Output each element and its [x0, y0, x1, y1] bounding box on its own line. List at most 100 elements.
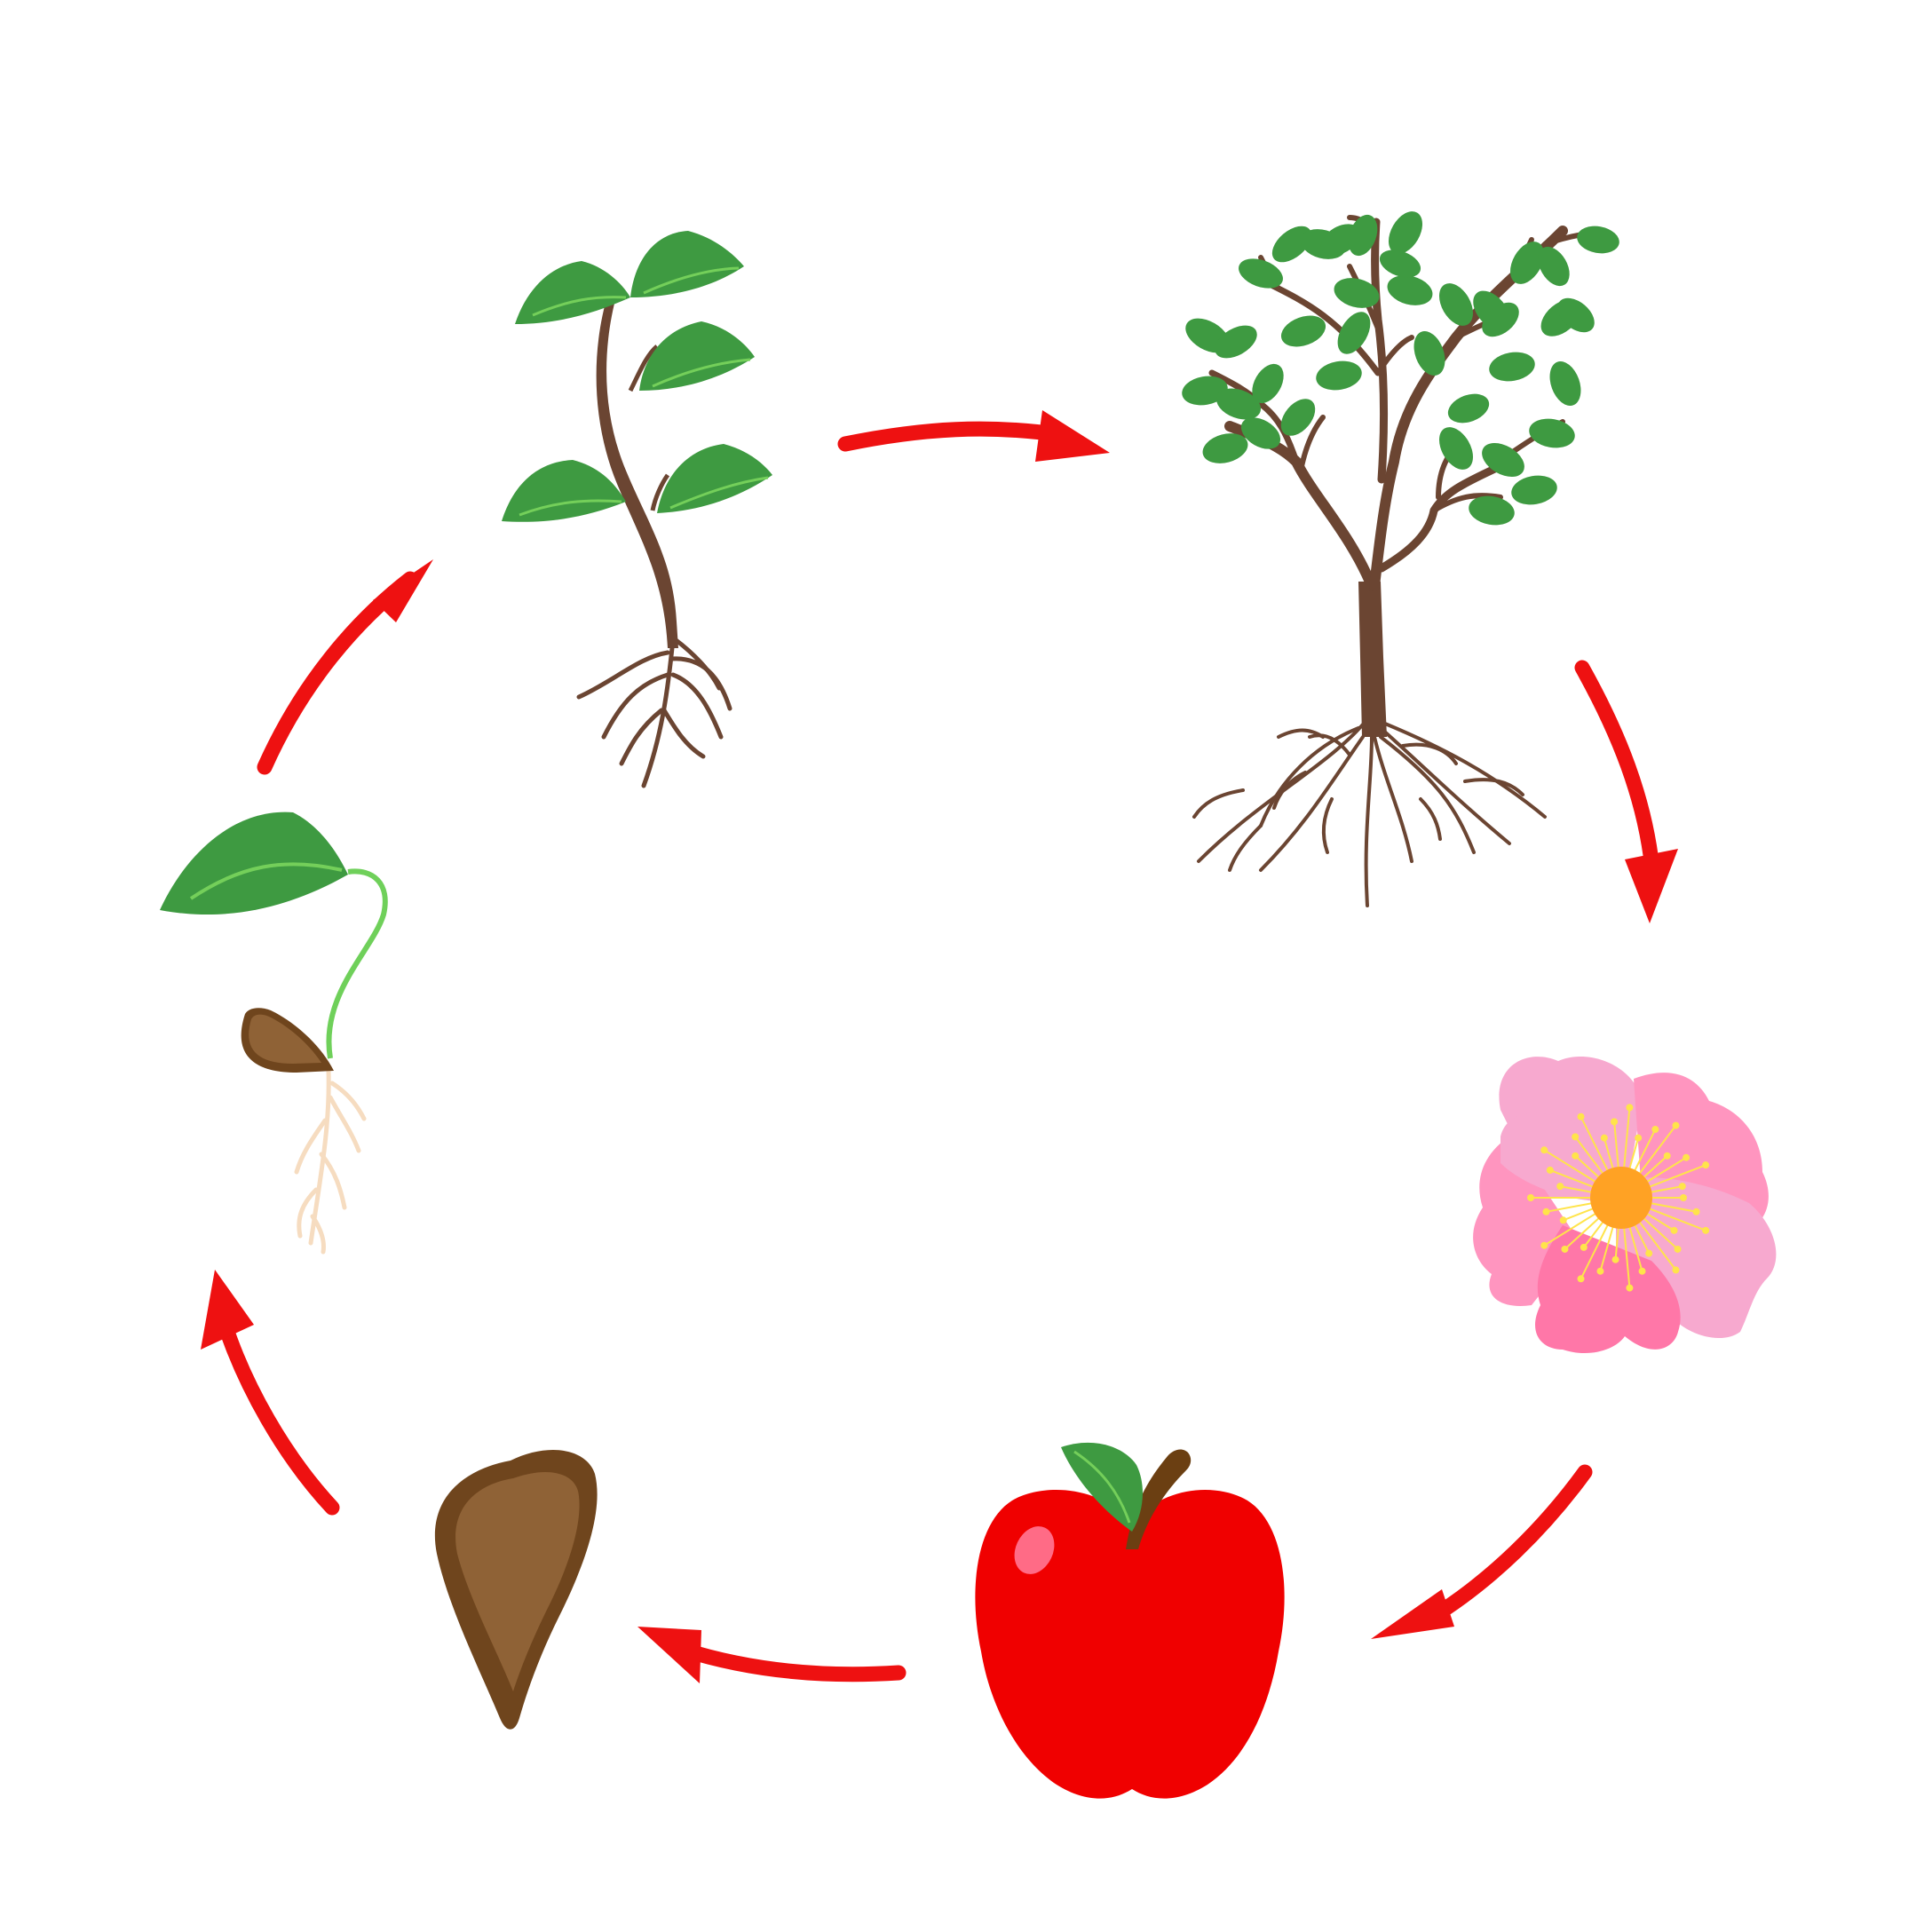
tree-leaf — [1379, 249, 1421, 278]
stage-germination — [160, 812, 388, 1255]
flower-anther — [1596, 1267, 1604, 1275]
flower-anther — [1670, 1226, 1678, 1234]
tree-leaves — [1182, 211, 1619, 526]
flower-anther — [1635, 1134, 1643, 1142]
tree-leaf — [1348, 214, 1378, 257]
sprout-seed — [241, 1008, 334, 1073]
flower-center — [1590, 1167, 1652, 1229]
tree-leaf — [1469, 495, 1515, 526]
flower-anther — [1561, 1245, 1569, 1253]
tree-leaf — [1413, 330, 1445, 376]
flower-anther — [1692, 1208, 1700, 1215]
flower-anther — [1611, 1118, 1619, 1126]
tree-leaf — [1529, 418, 1575, 448]
seedling-leaf-4 — [502, 460, 626, 522]
flower-anther — [1702, 1161, 1710, 1169]
tree-leaf — [1215, 388, 1262, 420]
flower-anther — [1645, 1249, 1653, 1257]
stage-seedling — [502, 231, 772, 788]
flower-anther — [1577, 1112, 1585, 1120]
flower-anther — [1651, 1126, 1659, 1134]
sprout-leaf — [160, 812, 348, 915]
flower-anther — [1580, 1243, 1588, 1251]
seedling-leaves — [502, 231, 772, 522]
stage-apple — [975, 1442, 1285, 1799]
tree-leaf — [1202, 433, 1248, 463]
tree-leaf — [1280, 315, 1326, 347]
tree-leaf — [1482, 443, 1524, 477]
flower-anther — [1540, 1146, 1548, 1154]
tree-leaf — [1549, 360, 1581, 407]
flower-anther — [1559, 1216, 1567, 1224]
tree-leaf — [1215, 325, 1257, 359]
flower-anther — [1683, 1153, 1690, 1161]
tree-leaf — [1271, 226, 1312, 263]
flower-anther — [1663, 1152, 1671, 1160]
tree-leaf — [1557, 297, 1595, 333]
stage-flower — [1473, 1057, 1777, 1354]
flower-anther — [1674, 1245, 1682, 1253]
tree-roots — [1192, 717, 1547, 907]
tree-leaf — [1240, 417, 1281, 449]
flower-anther — [1702, 1226, 1710, 1234]
seedling-leaf-3 — [639, 321, 755, 391]
seedling-leaf-5 — [657, 444, 772, 513]
apple-stem — [1126, 1449, 1192, 1549]
flower-anther — [1672, 1121, 1680, 1129]
tree-leaf — [1389, 211, 1422, 254]
tree-leaf — [1252, 363, 1284, 404]
flower-anther — [1638, 1267, 1646, 1275]
tree-leaf — [1280, 399, 1316, 436]
arrow-young-tree-to-flower — [1574, 660, 1678, 923]
tree-leaf — [1316, 360, 1362, 391]
flower-anther — [1546, 1166, 1554, 1174]
tree-leaf — [1337, 312, 1371, 354]
flower-anther — [1542, 1208, 1550, 1215]
seedling-leaf-1 — [515, 261, 630, 324]
flower-anther — [1611, 1255, 1619, 1263]
arrow-apple-to-seed — [637, 1627, 907, 1683]
apple-body — [975, 1490, 1285, 1799]
arrow-germination-to-seedling — [257, 559, 433, 775]
tree-leaf — [1511, 475, 1557, 505]
flower-anther — [1572, 1152, 1580, 1160]
flower-petals — [1473, 1057, 1777, 1354]
flower-anther — [1600, 1134, 1608, 1142]
tree-leaf — [1489, 352, 1535, 382]
tree-leaf — [1439, 283, 1473, 326]
flower-anther — [1572, 1133, 1580, 1141]
tree-leaf — [1447, 393, 1490, 424]
tree-leaf — [1182, 376, 1228, 406]
flower-anther — [1527, 1194, 1534, 1201]
flower-anther — [1626, 1284, 1634, 1292]
flower-anther — [1672, 1266, 1680, 1274]
cycle-arrows — [201, 410, 1678, 1683]
stage-young-tree — [1182, 211, 1619, 907]
tree-leaf — [1439, 427, 1473, 470]
seed-kernel — [455, 1471, 580, 1691]
tree-leaf — [1239, 258, 1283, 289]
flower-anther — [1556, 1183, 1564, 1191]
seedling-stem — [596, 293, 678, 648]
tree-leaf — [1510, 242, 1544, 284]
arrow-seed-to-germination — [201, 1270, 340, 1516]
arrow-flower-to-apple — [1371, 1464, 1593, 1639]
flower-anther — [1577, 1275, 1585, 1283]
flower-anther — [1680, 1194, 1687, 1201]
flower-anther — [1540, 1241, 1548, 1249]
tree-leaf — [1482, 302, 1519, 337]
seedling-roots — [576, 637, 732, 788]
flower-anther — [1678, 1183, 1686, 1191]
tree-leaf — [1538, 246, 1570, 287]
flower-anther — [1626, 1104, 1634, 1112]
stage-seed — [434, 1450, 598, 1730]
sprout-stem — [326, 868, 388, 1059]
flower-petal — [1535, 1225, 1681, 1354]
tree-leaf — [1334, 278, 1380, 308]
sprout-roots — [294, 1068, 367, 1255]
tree-leaf — [1577, 226, 1619, 254]
tree-trunk — [1358, 582, 1387, 737]
apple-highlight — [1014, 1526, 1055, 1574]
tree-leaf — [1387, 275, 1433, 305]
